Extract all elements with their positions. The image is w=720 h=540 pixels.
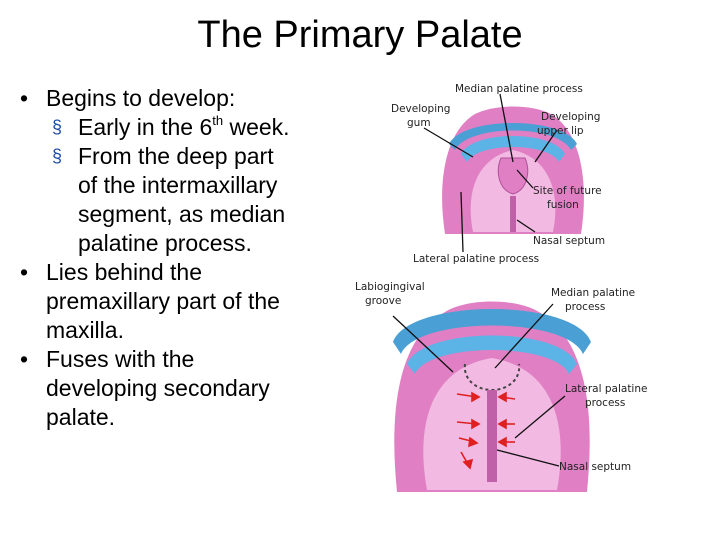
slide-title: The Primary Palate xyxy=(197,14,523,56)
bullet-item: Fuses with the developing secondary pala… xyxy=(18,345,358,432)
bullet-item: Lies behind the premaxillary part of the… xyxy=(18,258,358,345)
top-upper-lip xyxy=(449,123,577,150)
bottom-leader-lines xyxy=(392,303,566,467)
sub-bullet-item: Early in the 6th week. xyxy=(18,113,358,142)
label-labiogingival-groove-line2: groove xyxy=(365,295,401,307)
sub-bullet-line: From the deep part xyxy=(78,143,274,169)
label-developing-upper-lip-line2: upper lip xyxy=(537,125,584,137)
bullet-line: Fuses with the xyxy=(46,346,195,372)
sub-bullet-line: segment, as median xyxy=(78,201,286,227)
palate-illustration: Median palatine process Developing gum D… xyxy=(355,83,647,492)
label-labiogingival-groove-line1: Labiogingival xyxy=(355,281,425,293)
label-median-palatine-process: Median palatine process xyxy=(455,83,583,95)
bullet-item: Begins to develop: xyxy=(18,84,358,113)
bullet-text: Begins to develop: xyxy=(46,85,236,111)
label-nasal-septum-top: Nasal septum xyxy=(533,235,605,247)
sub-bullet-text: Early in the 6 xyxy=(78,114,213,140)
top-labels: Median palatine process Developing gum D… xyxy=(391,83,605,265)
top-gum xyxy=(461,136,565,162)
sub-bullet-line: palatine process. xyxy=(78,230,252,256)
top-median-process-shape xyxy=(497,157,529,195)
label-lateral-palatine-process-line2: process xyxy=(585,397,625,409)
bottom-upper-lip xyxy=(393,309,591,354)
label-lateral-palatine-process-top: Lateral palatine process xyxy=(413,253,539,265)
bottom-labels: Labiogingival groove Median palatine pro… xyxy=(355,281,647,473)
sub-bullet-text: week. xyxy=(223,114,290,140)
sub-bullet-item: From the deep part of the intermaxillary… xyxy=(18,142,358,258)
label-lateral-palatine-process-line1: Lateral palatine xyxy=(565,383,647,395)
bottom-arrows xyxy=(456,391,516,470)
sub-bullet-line: of the intermaxillary xyxy=(78,172,278,198)
label-developing-upper-lip-line1: Developing xyxy=(541,111,600,123)
label-median-palatine-process-line2: process xyxy=(565,301,605,313)
bullet-line: Lies behind the xyxy=(46,259,203,285)
label-median-palatine-process-line1: Median palatine xyxy=(551,287,635,299)
label-developing-gum-line2: gum xyxy=(407,117,431,129)
bottom-gum xyxy=(407,335,577,374)
bullet-line: maxilla. xyxy=(46,317,124,343)
bottom-palate-drawing xyxy=(393,301,591,492)
top-leader-lines xyxy=(423,93,558,253)
label-site-future-fusion-line1: Site of future xyxy=(533,185,602,197)
bullet-line: premaxillary part of the xyxy=(46,288,280,314)
label-nasal-septum-bottom: Nasal septum xyxy=(559,461,631,473)
label-developing-gum-line1: Developing xyxy=(391,103,450,115)
label-site-future-fusion-line2: fusion xyxy=(547,199,579,211)
bullet-line: palate. xyxy=(46,404,116,430)
bullet-line: developing secondary xyxy=(46,375,270,401)
palate-diagram: Median palatine process Developing gum D… xyxy=(345,72,720,512)
bottom-nasal-septum-shape xyxy=(487,390,497,482)
bullet-list: Begins to develop: Early in the 6th week… xyxy=(18,84,358,432)
top-palate-drawing xyxy=(442,106,584,234)
ordinal-suffix: th xyxy=(212,113,224,128)
